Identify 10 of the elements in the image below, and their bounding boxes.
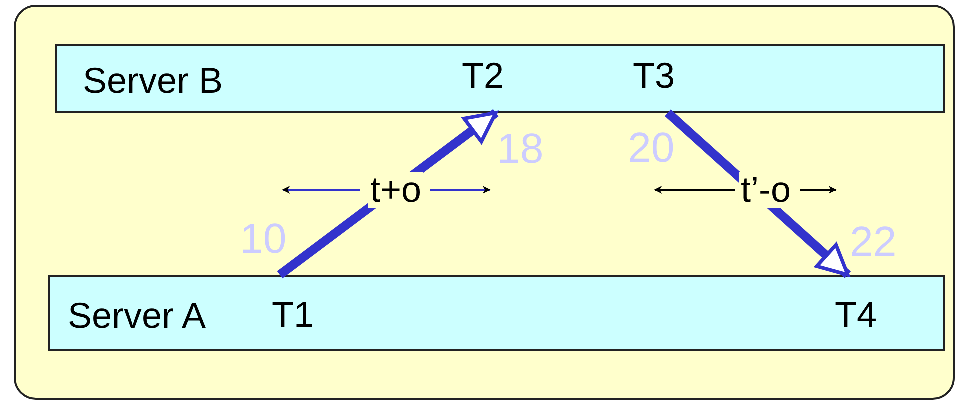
server-bar	[48, 275, 945, 351]
edge-label: t+o	[368, 172, 424, 208]
diagram-panel	[14, 5, 955, 400]
server-name: Server A	[68, 295, 206, 337]
timestamp-label: T2	[462, 58, 504, 94]
timestamp-label: T3	[633, 58, 676, 94]
server-name: Server B	[83, 60, 224, 102]
timestamp-label: T4	[835, 297, 878, 333]
timestamp-label: T1	[272, 297, 314, 333]
server-bar	[55, 44, 945, 113]
